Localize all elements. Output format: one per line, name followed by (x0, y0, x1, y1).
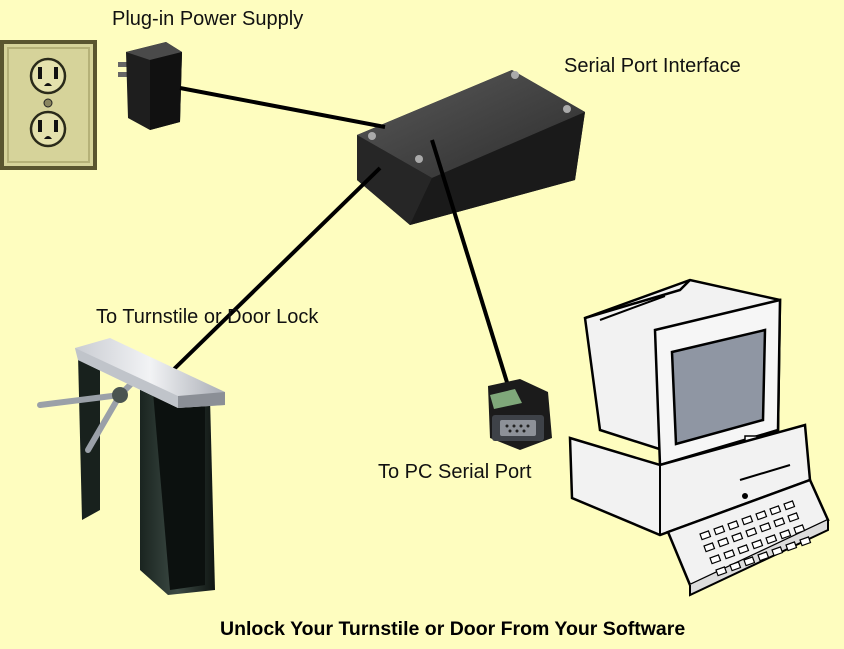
wall-outlet-icon (0, 40, 97, 170)
turnstile-wire (168, 166, 382, 375)
power-supply-icon (118, 42, 182, 130)
computer-icon (568, 278, 830, 597)
pc-port-label: To PC Serial Port (378, 461, 532, 483)
turnstile-icon (37, 338, 225, 595)
diagram-caption: Unlock Your Turnstile or Door From Your … (220, 618, 686, 640)
turnstile-label: To Turnstile or Door Lock (96, 306, 319, 328)
serial-interface-label: Serial Port Interface (564, 55, 741, 77)
serial-connector-icon (488, 379, 552, 450)
power-wire (179, 86, 386, 129)
pc-wire (430, 139, 512, 393)
serial-interface-box-icon (357, 70, 585, 225)
power-supply-label: Plug-in Power Supply (112, 8, 304, 30)
